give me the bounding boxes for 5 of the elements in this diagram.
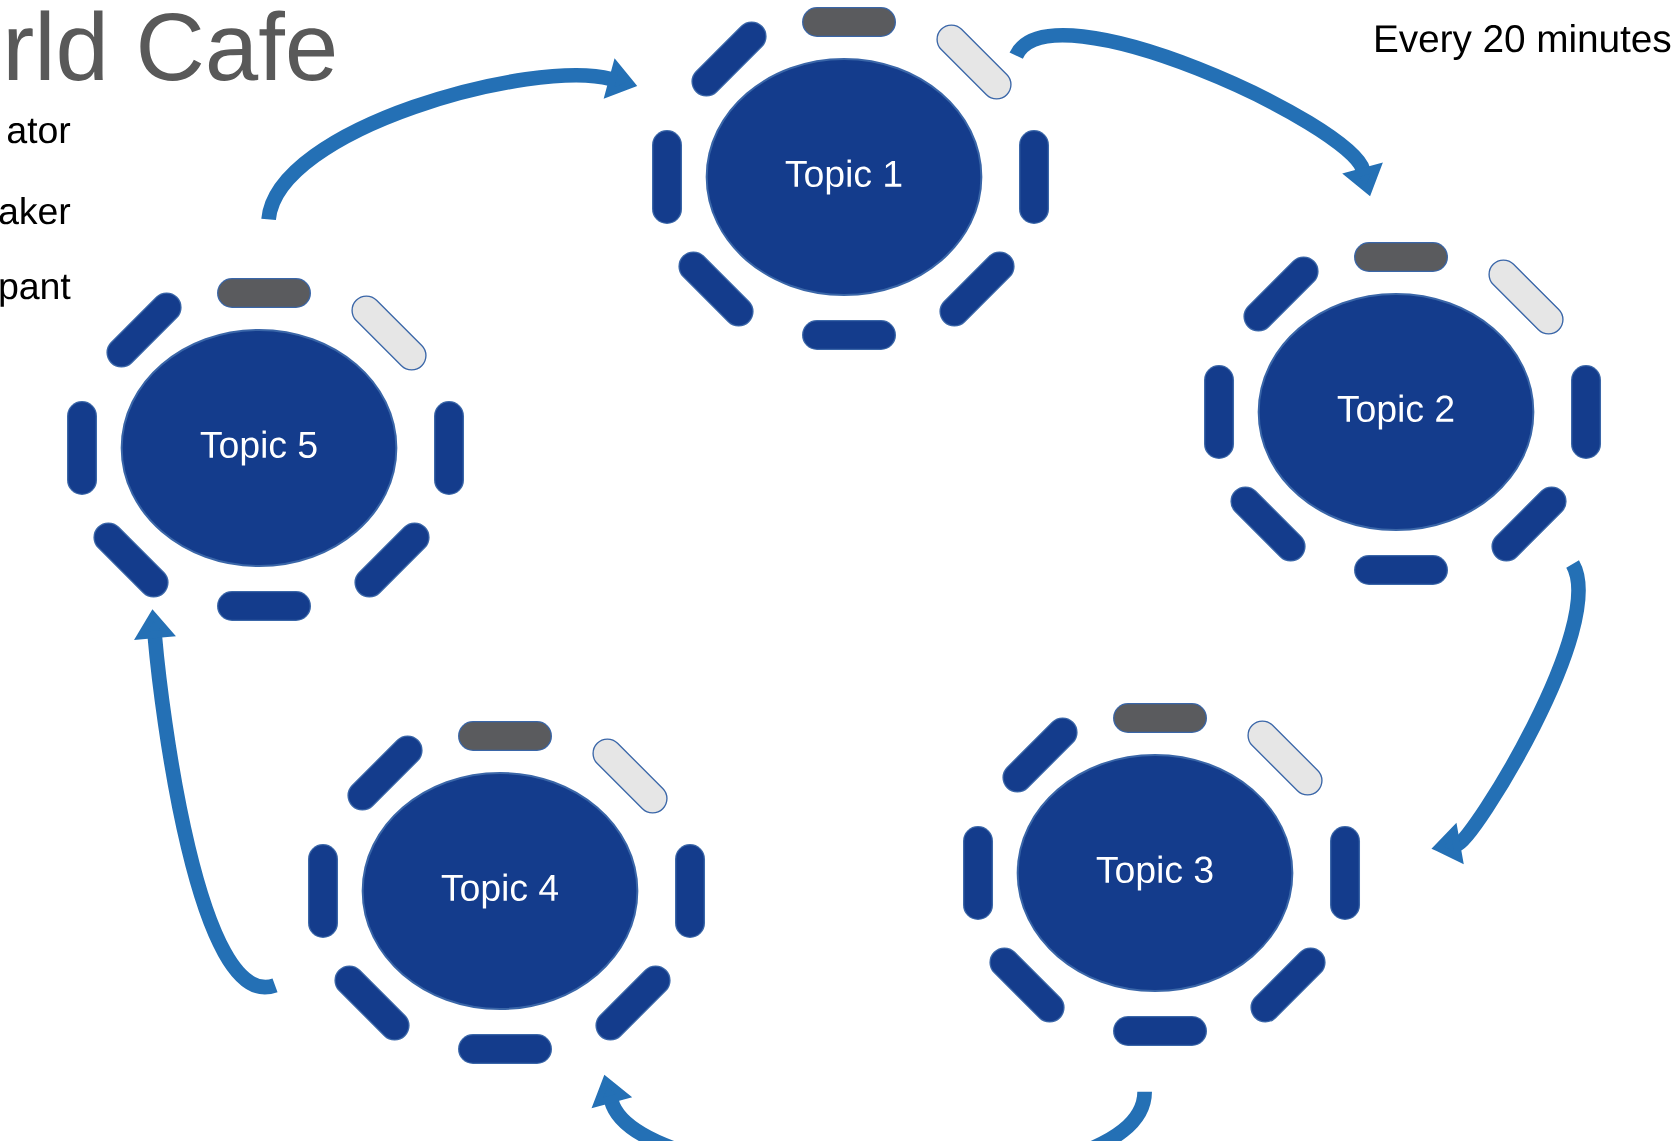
label-text: Every 20 minutes [1376, 24, 1671, 61]
label-text: pant [0, 274, 71, 307]
title: rld Cafe [8, 10, 334, 81]
label-text: ator [8, 118, 71, 144]
label-text: aker [0, 196, 71, 225]
